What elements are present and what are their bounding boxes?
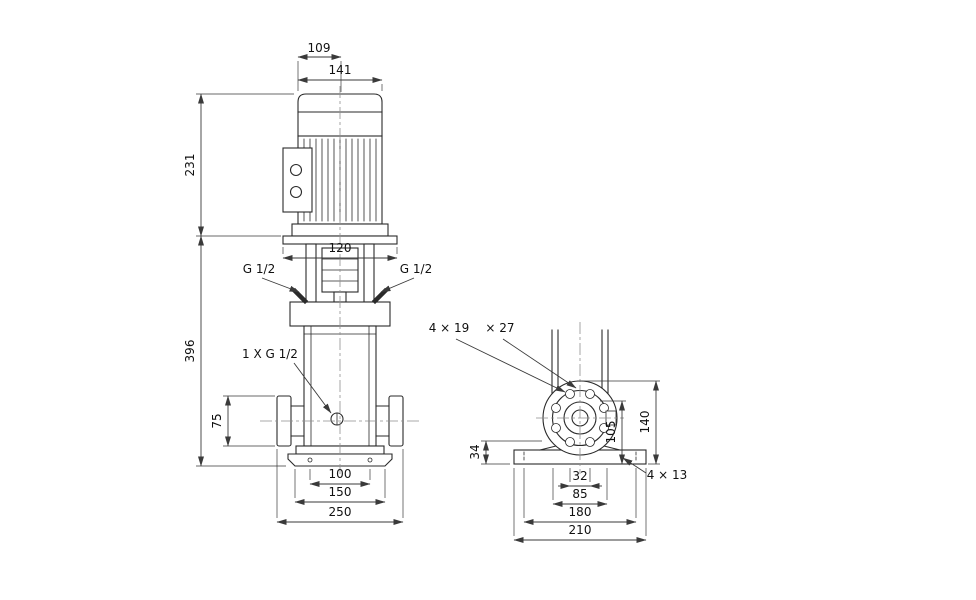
base-hole-silhouettes — [523, 451, 637, 463]
ext-lines-base-front — [276, 449, 404, 518]
dim-port-span-label: 250 — [329, 505, 352, 519]
ext-lines-motor-height — [196, 93, 294, 467]
dim-base-width-label: 150 — [329, 485, 352, 499]
front-view-dimensions: 109 141 231 396 120 75 100 150 250 G 1/2… — [183, 41, 432, 525]
coupling-guard-right — [363, 243, 375, 303]
drain-leader — [293, 362, 332, 414]
dim-slot-width-label: 32 — [572, 469, 587, 483]
dim-base-holes-span-label: 180 — [569, 505, 592, 519]
ext-lines-base-bottom — [513, 468, 647, 536]
flange-holes-leader — [455, 338, 566, 393]
drain-label: 1 X G 1/2 — [242, 347, 298, 361]
dim-motor-depth-label: 109 — [308, 41, 331, 55]
vent-plug-right — [371, 287, 389, 305]
discharge-pipe — [375, 405, 390, 437]
dim-face-height-label: 105 — [604, 421, 618, 444]
side-view-dimensions: 34 105 140 32 85 180 210 4 × 19 × 27 4 ×… — [429, 321, 688, 543]
dim-motor-height-label: 231 — [183, 154, 197, 177]
base-bolt-right — [367, 457, 373, 463]
side-view — [513, 322, 647, 474]
port-right-leader — [380, 277, 415, 293]
base-holes-leader — [622, 457, 647, 474]
vent-plug-left — [291, 287, 309, 305]
dim-head-width-label: 120 — [329, 241, 352, 255]
dim-port-width-label: 85 — [572, 487, 587, 501]
port-left-label: G 1/2 — [243, 262, 275, 276]
front-view — [260, 86, 420, 474]
cable-entry-bottom — [289, 185, 303, 199]
ext-lines-head-width — [282, 247, 398, 254]
ext-lines-flange-height — [223, 395, 275, 447]
dim-base-edge-label: 34 — [468, 444, 482, 459]
drain-plug — [330, 412, 344, 426]
dim-pump-height-label: 396 — [183, 340, 197, 363]
port-right-label: G 1/2 — [400, 262, 432, 276]
dim-base-length-label: 210 — [569, 523, 592, 537]
base-bolt-left — [307, 457, 313, 463]
hole-depth-label: × 27 — [485, 321, 514, 335]
motor — [282, 93, 389, 237]
suction-pipe — [290, 405, 305, 437]
flange-bolt-holes — [551, 389, 609, 447]
hole-depth-leader — [502, 338, 577, 389]
dim-base-holes-label: 100 — [329, 467, 352, 481]
dim-flange-top-label: 140 — [638, 411, 652, 434]
pump-column — [551, 329, 609, 395]
dim-motor-width-label: 141 — [329, 63, 352, 77]
terminal-box — [282, 147, 313, 213]
support-bracket — [539, 445, 621, 451]
ext-lines-motor — [297, 61, 383, 92]
port-left-leader — [261, 277, 300, 293]
base-holes-label: 4 × 13 — [647, 468, 688, 482]
coupling-guard-left — [305, 243, 317, 303]
cable-entry-top — [289, 163, 303, 177]
flange-holes-label: 4 × 19 — [429, 321, 470, 335]
dim-flange-height-label: 75 — [210, 413, 224, 428]
